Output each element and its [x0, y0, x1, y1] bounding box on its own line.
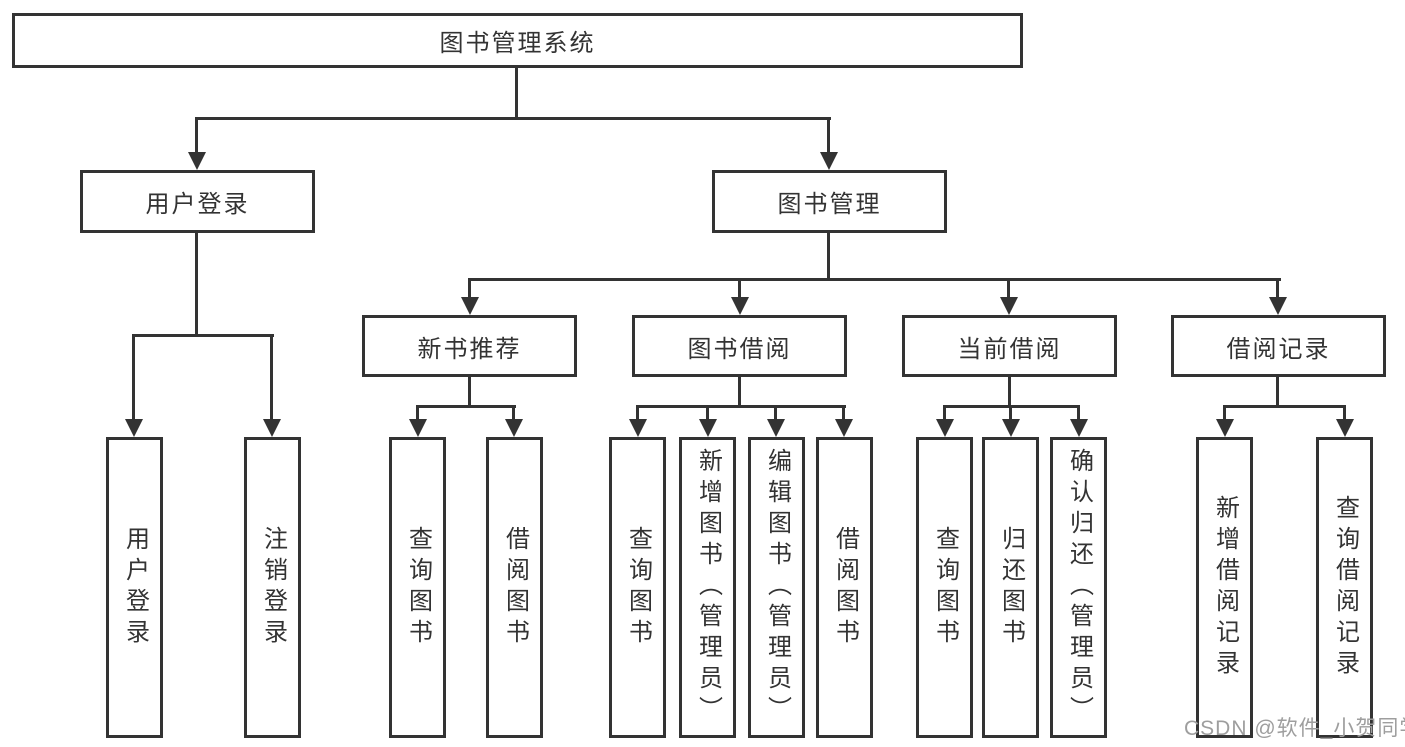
connector-book-borrow-rail	[636, 405, 846, 408]
node-borrow-record-label: 借阅记录	[1226, 335, 1331, 363]
connector-borrow-record-rail	[1223, 405, 1346, 408]
connector-current-borrow-stub	[1008, 377, 1011, 408]
connector-user-login-stub	[195, 233, 198, 337]
leaf-current-query-book-label: 查询图书	[931, 525, 959, 650]
leaf-return-book: 归还图书	[982, 437, 1039, 738]
connector-to-book-borrow	[738, 278, 741, 302]
leaf-user-login: 用户登录	[106, 437, 163, 738]
leaf-recommend-borrow-book-label: 借阅图书	[501, 525, 529, 650]
connector-to-leaf-add-book	[706, 405, 709, 422]
node-book-borrow-label: 图书借阅	[687, 335, 792, 363]
arrowhead-leaf-borrow-query	[629, 419, 647, 437]
arrowhead-leaf-borrow-book	[835, 419, 853, 437]
connector-to-leaf-return-book	[1009, 405, 1012, 422]
connector-to-leaf-confirm-return	[1077, 405, 1080, 422]
leaf-edit-book-admin-label: 编辑图书（管理员）	[763, 448, 791, 727]
arrowhead-current-borrow	[1000, 297, 1018, 315]
arrowhead-leaf-user-login	[125, 419, 143, 437]
node-borrow-record: 借阅记录	[1171, 315, 1386, 377]
leaf-recommend-borrow-book: 借阅图书	[486, 437, 543, 738]
leaf-recommend-query-book: 查询图书	[389, 437, 446, 738]
connector-to-leaf-borrow-query	[636, 405, 639, 422]
connector-level2-rail	[195, 117, 831, 120]
connector-to-leaf-current-query	[943, 405, 946, 422]
leaf-recommend-query-book-label: 查询图书	[404, 525, 432, 650]
connector-book-borrow-stub	[738, 377, 741, 408]
csdn-watermark: CSDN @软件_小贺同学	[1184, 717, 1405, 740]
connector-to-new-book-recommend	[468, 278, 471, 302]
arrowhead-leaf-add-record	[1216, 419, 1234, 437]
connector-user-login-rail	[132, 334, 274, 337]
connector-to-leaf-query-record	[1343, 405, 1346, 422]
arrowhead-leaf-current-query	[936, 419, 954, 437]
connector-new-book-rail	[416, 405, 516, 408]
leaf-current-query-book: 查询图书	[916, 437, 973, 738]
connector-to-leaf-add-record	[1223, 405, 1226, 422]
connector-level3-rail	[468, 278, 1281, 281]
node-current-borrow-label: 当前借阅	[957, 335, 1062, 363]
leaf-confirm-return-admin-label: 确认归还（管理员）	[1065, 448, 1093, 727]
connector-to-current-borrow	[1007, 278, 1010, 302]
leaf-borrow-query-book-label: 查询图书	[624, 525, 652, 650]
node-book-management: 图书管理	[712, 170, 947, 233]
leaf-add-book-admin: 新增图书（管理员）	[679, 437, 736, 738]
connector-borrow-record-stub	[1276, 377, 1279, 408]
node-new-book-recommend: 新书推荐	[362, 315, 577, 377]
connector-new-book-stub	[468, 377, 471, 408]
connector-root-stub	[515, 68, 518, 120]
connector-to-leaf-borrow-book	[842, 405, 845, 422]
node-new-book-recommend-label: 新书推荐	[417, 335, 522, 363]
connector-to-borrow-record	[1276, 278, 1279, 302]
node-book-management-label: 图书管理	[777, 191, 882, 218]
arrowhead-leaf-return-book	[1002, 419, 1020, 437]
connector-to-leaf-user-login	[132, 334, 135, 422]
node-root: 图书管理系统	[12, 13, 1023, 68]
node-current-borrow: 当前借阅	[902, 315, 1117, 377]
leaf-add-book-admin-label: 新增图书（管理员）	[694, 448, 722, 727]
arrowhead-borrow-record	[1269, 297, 1287, 315]
leaf-borrow-book: 借阅图书	[816, 437, 873, 738]
connector-to-book-management	[827, 117, 830, 155]
leaf-logout: 注销登录	[244, 437, 301, 738]
node-root-label: 图书管理系统	[439, 30, 596, 57]
arrowhead-leaf-add-book	[699, 419, 717, 437]
connector-to-leaf-logout	[270, 334, 273, 422]
arrowhead-book-borrow	[731, 297, 749, 315]
connector-to-user-login	[195, 117, 198, 155]
leaf-edit-book-admin: 编辑图书（管理员）	[748, 437, 805, 738]
leaf-query-borrow-record: 查询借阅记录	[1316, 437, 1373, 738]
arrowhead-leaf-query-record	[1336, 419, 1354, 437]
leaf-return-book-label: 归还图书	[997, 525, 1025, 650]
leaf-query-borrow-record-label: 查询借阅记录	[1331, 494, 1359, 681]
connector-to-leaf-recommend-query	[416, 405, 419, 422]
arrowhead-leaf-recommend-borrow	[505, 419, 523, 437]
leaf-add-borrow-record-label: 新增借阅记录	[1211, 494, 1239, 681]
node-user-login-label: 用户登录	[145, 191, 250, 218]
arrowhead-user-login	[188, 152, 206, 170]
node-user-login: 用户登录	[80, 170, 315, 233]
arrowhead-leaf-logout	[263, 419, 281, 437]
arrowhead-leaf-confirm-return	[1070, 419, 1088, 437]
arrowhead-book-management	[820, 152, 838, 170]
arrowhead-new-book-recommend	[461, 297, 479, 315]
leaf-logout-label: 注销登录	[259, 525, 287, 650]
connector-book-management-stub	[827, 233, 830, 281]
leaf-borrow-book-label: 借阅图书	[831, 525, 859, 650]
leaf-user-login-label: 用户登录	[121, 525, 149, 650]
leaf-add-borrow-record: 新增借阅记录	[1196, 437, 1253, 738]
arrowhead-leaf-edit-book	[767, 419, 785, 437]
connector-to-leaf-edit-book	[774, 405, 777, 422]
node-book-borrow: 图书借阅	[632, 315, 847, 377]
leaf-confirm-return-admin: 确认归还（管理员）	[1050, 437, 1107, 738]
arrowhead-leaf-recommend-query	[409, 419, 427, 437]
connector-to-leaf-recommend-borrow	[512, 405, 515, 422]
leaf-borrow-query-book: 查询图书	[609, 437, 666, 738]
